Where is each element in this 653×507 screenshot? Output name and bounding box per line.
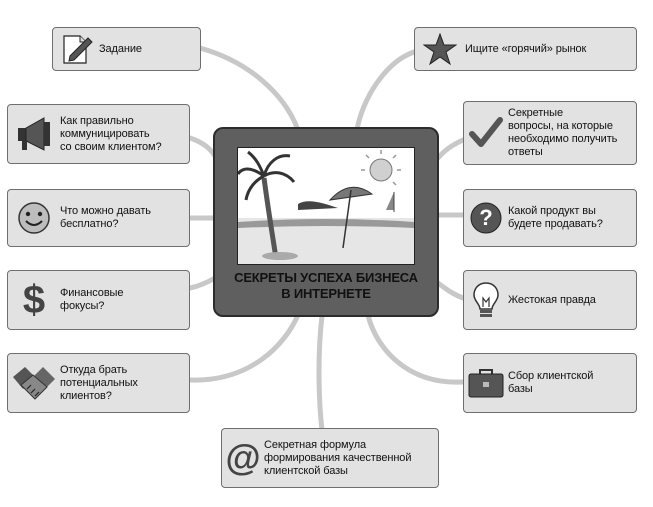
node-communicate: Как правильно коммуницировать со своим к…: [7, 104, 190, 164]
node-leads: Откуда брать потенциальных клиентов?: [7, 353, 190, 413]
node-formula: @ Секретная формула формирования качеств…: [221, 428, 439, 488]
node-label: Какой продукт вы будете продавать?: [508, 205, 603, 230]
central-topic-title: СЕКРЕТЫ УСПЕХА БИЗНЕСА В ИНТЕРНЕТЕ: [234, 270, 418, 301]
connector-zadanie: [197, 45, 301, 133]
node-label: Как правильно коммуницировать со своим к…: [60, 114, 162, 153]
briefcase-icon: [464, 354, 508, 412]
node-truth: Жестокая правда: [463, 270, 637, 330]
node-questions: Секретные вопросы, на которые необходимо…: [463, 101, 637, 165]
lightbulb-icon: [464, 271, 508, 329]
node-free: Что можно давать бесплатно?: [7, 189, 190, 247]
node-product: ? Какой продукт вы будете продавать?: [463, 189, 637, 247]
node-zadanie: Задание: [52, 27, 201, 71]
node-finance: $ Финансовые фокусы?: [7, 270, 190, 330]
node-label: Ищите «горячий» рынок: [465, 42, 587, 55]
node-label: Откуда брать потенциальных клиентов?: [60, 363, 138, 402]
at-sign-icon: @: [225, 437, 261, 478]
connector-leads: [187, 312, 301, 383]
connector-truth: [435, 280, 466, 301]
central-topic: СЕКРЕТЫ УСПЕХА БИЗНЕСА В ИНТЕРНЕТЕ: [213, 127, 439, 317]
beach-illustration: [237, 147, 415, 265]
connector-finance: [187, 275, 218, 291]
node-hot-market: Ищите «горячий» рынок: [414, 27, 637, 71]
handshake-icon: [8, 354, 60, 412]
connector-formula: [316, 313, 325, 433]
connector-client-base: [365, 312, 466, 385]
node-label: Сбор клиентской базы: [508, 370, 594, 395]
question-mark-icon: ?: [464, 190, 508, 246]
megaphone-icon: [8, 105, 60, 163]
checkmark-icon: [464, 102, 508, 164]
notepad-pencil-icon: [53, 27, 99, 71]
dollar-icon: $: [22, 278, 46, 322]
smiley-icon: [8, 190, 60, 246]
connector-questions: [435, 137, 466, 161]
node-label: Задание: [99, 42, 142, 55]
node-label: Секретная формула формирования качествен…: [264, 438, 412, 477]
svg-text:?: ?: [479, 205, 492, 230]
node-client-base: Сбор клиентской базы: [463, 353, 637, 413]
node-label: Секретные вопросы, на которые необходимо…: [508, 107, 618, 158]
connector-hot-market: [354, 49, 417, 133]
node-label: Что можно давать бесплатно?: [60, 205, 151, 230]
node-label: Финансовые фокусы?: [60, 287, 124, 312]
star-icon: [415, 27, 465, 71]
node-label: Жестокая правда: [508, 293, 596, 306]
